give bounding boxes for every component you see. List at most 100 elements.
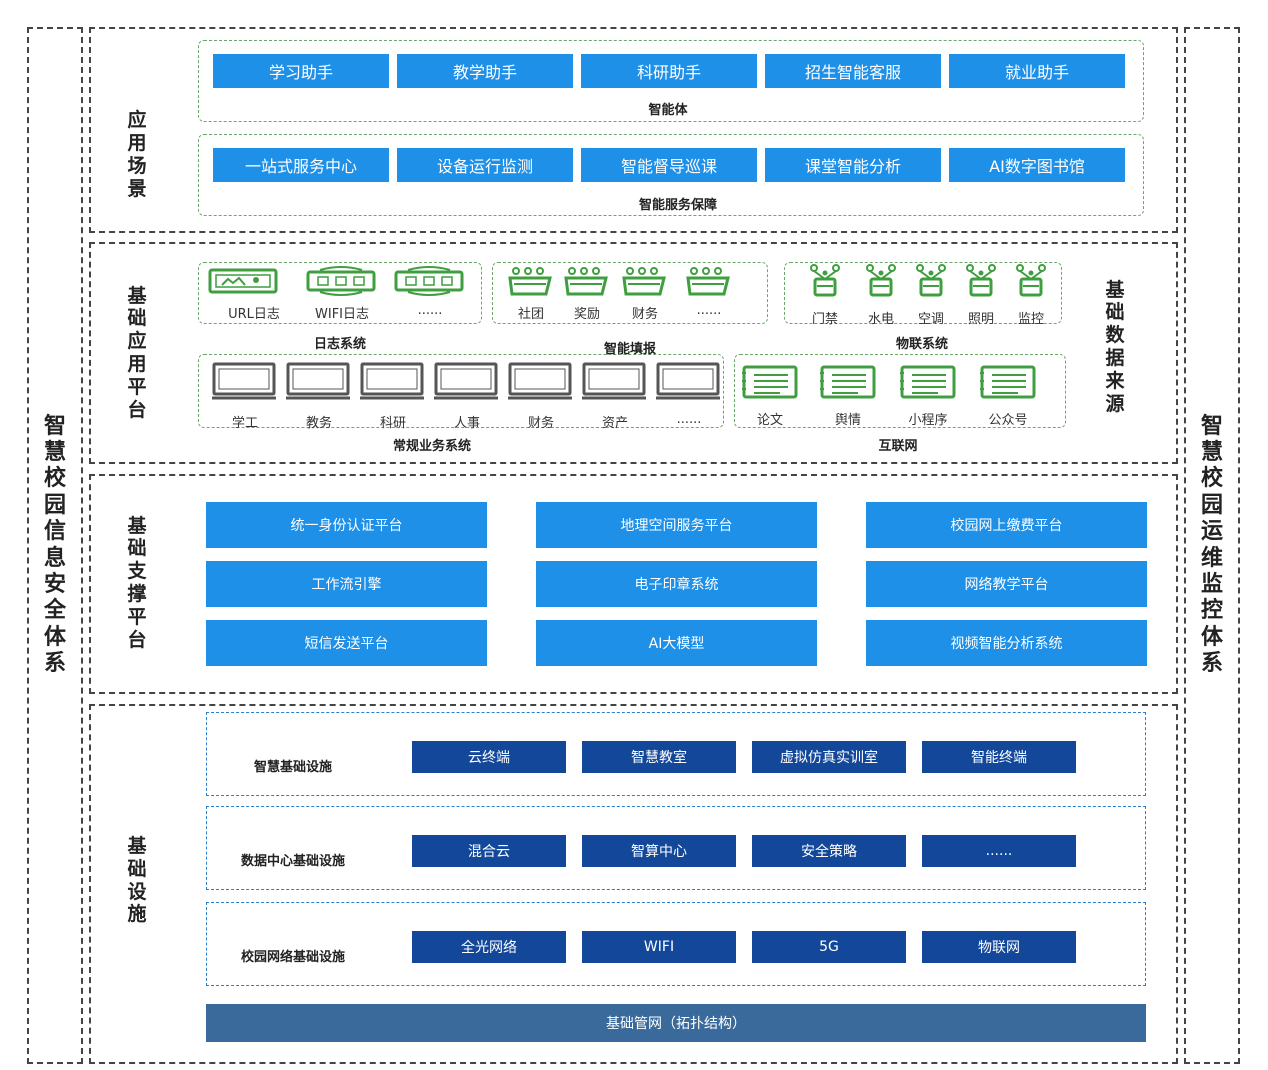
- document-icon: [898, 365, 958, 405]
- label-char: 用: [127, 132, 147, 155]
- iot-system-group: [784, 262, 1062, 324]
- service-button[interactable]: 设备运行监测: [397, 148, 573, 182]
- label-char: 台: [127, 628, 147, 651]
- basic-app-platform-section: [89, 242, 1178, 464]
- service-button[interactable]: 课堂智能分析: [765, 148, 941, 182]
- base-network-bar: 基础管网（拓扑结构）: [206, 1004, 1146, 1042]
- infra-item-button[interactable]: 智慧教室: [582, 741, 736, 773]
- agent-button[interactable]: 招生智能客服: [765, 54, 941, 88]
- infra-item-button[interactable]: 虚拟仿真实训室: [752, 741, 906, 773]
- label-char: 智: [43, 413, 66, 439]
- internet-group: [734, 354, 1066, 428]
- service-button[interactable]: 智能督导巡课: [581, 148, 757, 182]
- agent-button[interactable]: 学习助手: [213, 54, 389, 88]
- agent-button[interactable]: 就业助手: [949, 54, 1125, 88]
- infra-item-button[interactable]: 物联网: [922, 931, 1076, 963]
- agents-caption: 智能体: [648, 103, 688, 118]
- agent-button[interactable]: 教学助手: [397, 54, 573, 88]
- monitor-icon: [286, 362, 352, 406]
- label-char: 数: [1105, 324, 1125, 347]
- services-caption: 智能服务保障: [638, 198, 717, 213]
- label-char: 系: [1200, 651, 1223, 677]
- support-platform-button[interactable]: 统一身份认证平台: [206, 502, 487, 548]
- business-item-label: 财务: [527, 416, 554, 431]
- support-platform-button[interactable]: 电子印章系统: [536, 561, 817, 607]
- label-char: 系: [43, 651, 66, 677]
- support-platform-button[interactable]: 短信发送平台: [206, 620, 487, 666]
- label-char: 基: [1105, 278, 1125, 301]
- security-system-label: 智慧校园信息安全体系: [27, 27, 83, 1064]
- infra-item-button[interactable]: 安全策略: [752, 835, 906, 867]
- label-char: 应: [127, 109, 147, 132]
- infra-item-button[interactable]: ......: [922, 835, 1076, 867]
- support-platform-button[interactable]: 视频智能分析系统: [866, 620, 1147, 666]
- image-log-icon: [208, 266, 280, 300]
- label-char: 智: [1200, 413, 1223, 439]
- label-char: 应: [127, 330, 147, 353]
- label-char: 础: [1105, 301, 1125, 324]
- label-char: 体: [1200, 624, 1223, 650]
- document-icon: [818, 365, 878, 405]
- service-button[interactable]: AI数字图书馆: [949, 148, 1125, 182]
- infra-item-button[interactable]: 智能终端: [922, 741, 1076, 773]
- label-char: 来: [1105, 369, 1125, 392]
- label-char: 源: [1105, 392, 1125, 415]
- infra-row-box: [206, 806, 1146, 890]
- form-icon: [508, 266, 554, 300]
- infra-item-button[interactable]: 5G: [752, 931, 906, 963]
- infra-row-box: [206, 712, 1146, 796]
- report-item-label: 财务: [631, 307, 658, 322]
- label-char: 维: [1200, 545, 1223, 571]
- iot-item-label: 监控: [1017, 312, 1044, 327]
- label-char: 信: [43, 519, 66, 545]
- monitor-icon: [212, 362, 278, 406]
- label-char: 慧: [43, 439, 66, 465]
- business-item-label: 教务: [305, 416, 332, 431]
- support-platform-button[interactable]: 网络教学平台: [866, 561, 1147, 607]
- label-char: 平: [127, 375, 147, 398]
- label-char: 景: [127, 177, 147, 200]
- infra-item-button[interactable]: 智算中心: [582, 835, 736, 867]
- security-system-column: [27, 27, 83, 1064]
- support-platform-button[interactable]: AI大模型: [536, 620, 817, 666]
- label-char: 园: [1200, 492, 1223, 518]
- support-platform-button[interactable]: 校园网上缴费平台: [866, 502, 1147, 548]
- iot-device-icon: [964, 264, 998, 302]
- label-char: 施: [127, 903, 147, 926]
- business-system-caption: 常规业务系统: [392, 439, 471, 454]
- service-button[interactable]: 一站式服务中心: [213, 148, 389, 182]
- label-char: 基: [127, 514, 147, 537]
- monitoring-system-label: 智慧校园运维监控体系: [1184, 27, 1240, 1064]
- label-char: 控: [1200, 598, 1223, 624]
- label-char: 监: [1200, 571, 1223, 597]
- internet-item-label: 小程序: [908, 413, 948, 428]
- label-char: 息: [43, 545, 66, 571]
- support-platform-button[interactable]: 工作流引擎: [206, 561, 487, 607]
- label-char: 设: [127, 880, 147, 903]
- label-char: 全: [43, 598, 66, 624]
- support-platform-button[interactable]: 地理空间服务平台: [536, 502, 817, 548]
- label-char: 台: [127, 398, 147, 421]
- log-more-icon: [394, 266, 466, 300]
- services-group: [198, 134, 1144, 216]
- label-char: 体: [43, 624, 66, 650]
- log-system-group: [198, 262, 482, 324]
- log-item-label: WIFI日志: [315, 307, 369, 322]
- form-icon: [564, 266, 610, 300]
- business-item-label: 科研: [379, 416, 406, 431]
- iot-item-label: 空调: [917, 312, 944, 327]
- application-scenes-section: [89, 27, 1178, 233]
- iot-device-icon: [864, 264, 898, 302]
- label-char: 场: [127, 155, 147, 177]
- infra-item-button[interactable]: 混合云: [412, 835, 566, 867]
- infra-item-button[interactable]: WIFI: [582, 931, 736, 963]
- label-char: 撑: [127, 583, 147, 605]
- infra-item-button[interactable]: 全光网络: [412, 931, 566, 963]
- agent-button[interactable]: 科研助手: [581, 54, 757, 88]
- smart-report-caption: 智能填报: [603, 342, 656, 357]
- infra-item-button[interactable]: 云终端: [412, 741, 566, 773]
- business-system-group: [198, 354, 724, 428]
- monitor-icon: [582, 362, 648, 406]
- internet-item-label: 论文: [756, 413, 783, 428]
- iot-device-icon: [1014, 264, 1048, 302]
